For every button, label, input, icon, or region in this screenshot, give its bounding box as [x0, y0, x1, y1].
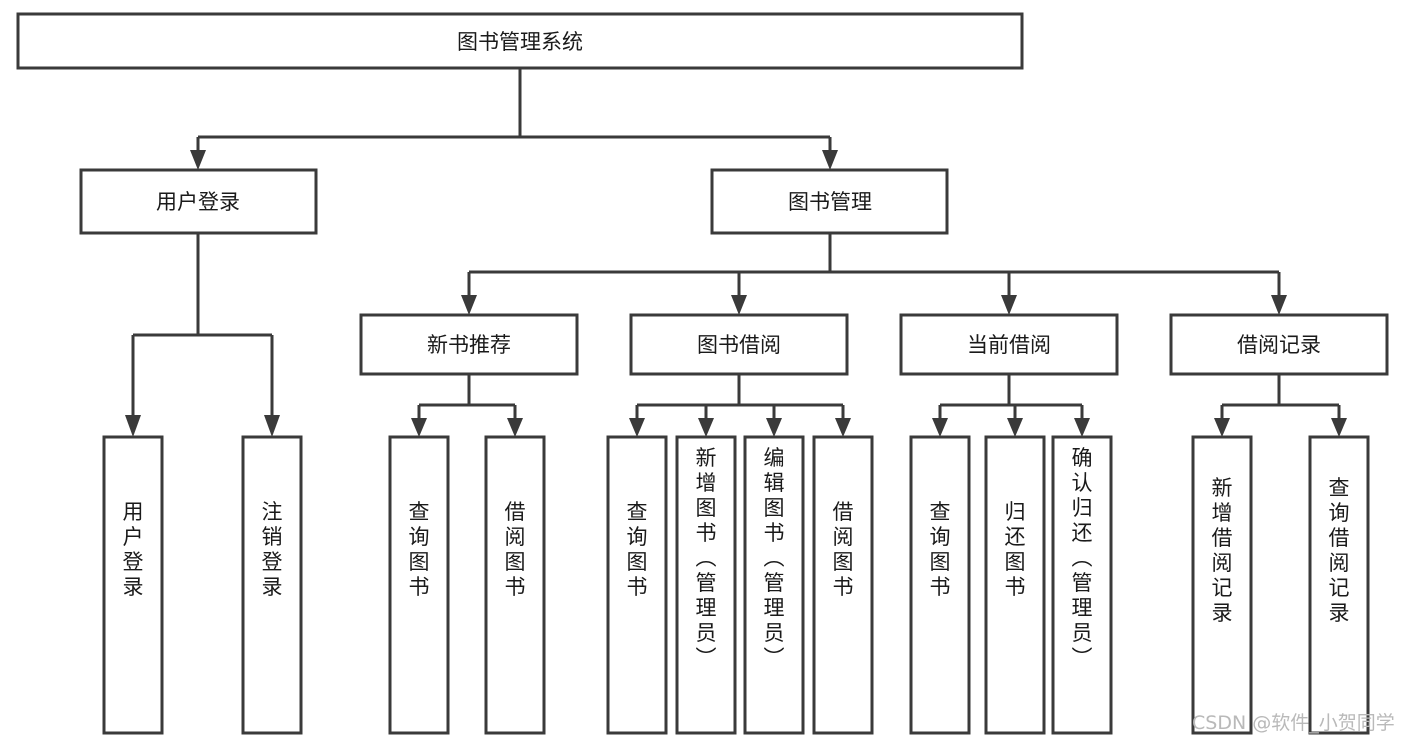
leaf-borrow-book-newbook[interactable]: 借阅图书 [484, 435, 546, 735]
leaf-logout-label: 注销登录 [262, 500, 283, 599]
node-user-login-box[interactable] [79, 168, 318, 235]
leaf-query-book-borrow[interactable]: 查询图书 [606, 435, 668, 735]
node-user-login-label: 用户登录 [156, 190, 240, 214]
node-user-login[interactable]: 用户登录 [79, 168, 318, 235]
arrow-newbook-l2-icon [507, 418, 523, 437]
leaf-query-book-current[interactable]: 查询图书 [909, 435, 971, 735]
arrow-borrow-l3-icon [766, 418, 782, 437]
node-book-borrow-label: 图书借阅 [697, 333, 781, 357]
arrow-bookmgmt-c4-icon [1271, 295, 1287, 315]
leaf-add-book-admin-label: 新增图书︵管理员︶ [696, 446, 717, 670]
leaf-user-login[interactable]: 用户登录 [102, 435, 164, 735]
leaf-query-book-borrow-box[interactable] [606, 435, 668, 735]
node-current-borrow-box[interactable] [899, 313, 1119, 376]
node-borrow-record-box[interactable] [1169, 313, 1389, 376]
arrow-borrow-l4-icon [835, 418, 851, 437]
leaf-edit-book-admin-box[interactable] [743, 435, 805, 735]
leaf-edit-book-admin[interactable]: 编辑图书︵管理员︶ [743, 435, 805, 735]
arrow-current-l3-icon [1074, 418, 1090, 437]
leaf-return-book-box[interactable] [984, 435, 1046, 735]
leaf-add-borrow-record[interactable]: 新增借阅记录 [1191, 435, 1253, 735]
leaf-user-login-label: 用户登录 [123, 500, 144, 599]
leaf-query-book-borrow-label: 查询图书 [627, 500, 648, 599]
leaf-query-book-newbook-box[interactable] [388, 435, 450, 735]
leaf-borrow-book[interactable]: 借阅图书 [812, 435, 874, 735]
arrow-record-l1-icon [1214, 418, 1230, 437]
leaf-borrow-book-newbook-label: 借阅图书 [505, 500, 526, 599]
leaf-return-book[interactable]: 归还图书 [984, 435, 1046, 735]
leaf-confirm-return-admin[interactable]: 确认归还︵管理员︶ [1051, 435, 1113, 735]
leaf-query-book-newbook[interactable]: 查询图书 [388, 435, 450, 735]
leaf-add-borrow-record-box[interactable] [1191, 435, 1253, 735]
arrow-record-l2-icon [1331, 418, 1347, 437]
leaf-logout-box[interactable] [241, 435, 303, 735]
leaf-confirm-return-admin-box[interactable] [1051, 435, 1113, 735]
node-book-management-label: 图书管理 [788, 190, 872, 214]
leaf-query-book-current-label: 查询图书 [930, 500, 951, 599]
leaf-add-borrow-record-label: 新增借阅记录 [1212, 476, 1233, 625]
arrow-borrow-l1-icon [629, 418, 645, 437]
leaf-query-borrow-record-box[interactable] [1308, 435, 1370, 735]
node-book-management-box[interactable] [710, 168, 949, 235]
connector-layer [125, 68, 1347, 437]
leaf-confirm-return-admin-label: 确认归还︵管理员︶ [1072, 446, 1093, 670]
node-book-management[interactable]: 图书管理 [710, 168, 949, 235]
arrow-current-l1-icon [932, 418, 948, 437]
leaf-add-book-admin-box[interactable] [675, 435, 737, 735]
node-borrow-record-label: 借阅记录 [1237, 333, 1321, 357]
leaf-add-book-admin[interactable]: 新增图书︵管理员︶ [675, 435, 737, 735]
leaf-query-book-current-box[interactable] [909, 435, 971, 735]
leaf-borrow-book-label: 借阅图书 [833, 500, 854, 599]
arrow-login-right-icon [264, 415, 280, 437]
arrow-current-l2-icon [1007, 418, 1023, 437]
arrow-root-to-bookmgmt-icon [822, 150, 838, 170]
leaf-query-borrow-record-label: 查询借阅记录 [1329, 476, 1350, 625]
node-current-borrow[interactable]: 当前借阅 [899, 313, 1119, 376]
arrow-root-to-login-icon [190, 150, 206, 170]
leaf-query-book-newbook-label: 查询图书 [409, 500, 430, 599]
node-book-borrow[interactable]: 图书借阅 [629, 313, 849, 376]
leaf-logout[interactable]: 注销登录 [241, 435, 303, 735]
node-new-book-recommend-label: 新书推荐 [427, 333, 511, 357]
arrow-bookmgmt-c3-icon [1001, 295, 1017, 315]
leaf-user-login-box[interactable] [102, 435, 164, 735]
node-root-label: 图书管理系统 [457, 30, 583, 54]
leaf-borrow-book-box[interactable] [812, 435, 874, 735]
leaf-return-book-label: 归还图书 [1005, 500, 1026, 599]
arrow-login-left-icon [125, 415, 141, 437]
leaf-query-borrow-record[interactable]: 查询借阅记录 [1308, 435, 1370, 735]
arrow-bookmgmt-c2-icon [731, 295, 747, 315]
node-new-book-recommend[interactable]: 新书推荐 [359, 313, 579, 376]
leaf-borrow-book-newbook-box[interactable] [484, 435, 546, 735]
node-new-book-recommend-box[interactable] [359, 313, 579, 376]
node-book-borrow-box[interactable] [629, 313, 849, 376]
node-current-borrow-label: 当前借阅 [967, 333, 1051, 357]
arrow-bookmgmt-c1-icon [461, 295, 477, 315]
leaf-edit-book-admin-label: 编辑图书︵管理员︶ [764, 446, 785, 670]
arrow-newbook-l1-icon [411, 418, 427, 437]
node-borrow-record[interactable]: 借阅记录 [1169, 313, 1389, 376]
node-root[interactable]: 图书管理系统 [16, 12, 1024, 70]
node-root-box[interactable] [16, 12, 1024, 70]
csdn-watermark: CSDN @软件_小贺同学 [1192, 712, 1395, 734]
arrow-borrow-l2-icon [698, 418, 714, 437]
